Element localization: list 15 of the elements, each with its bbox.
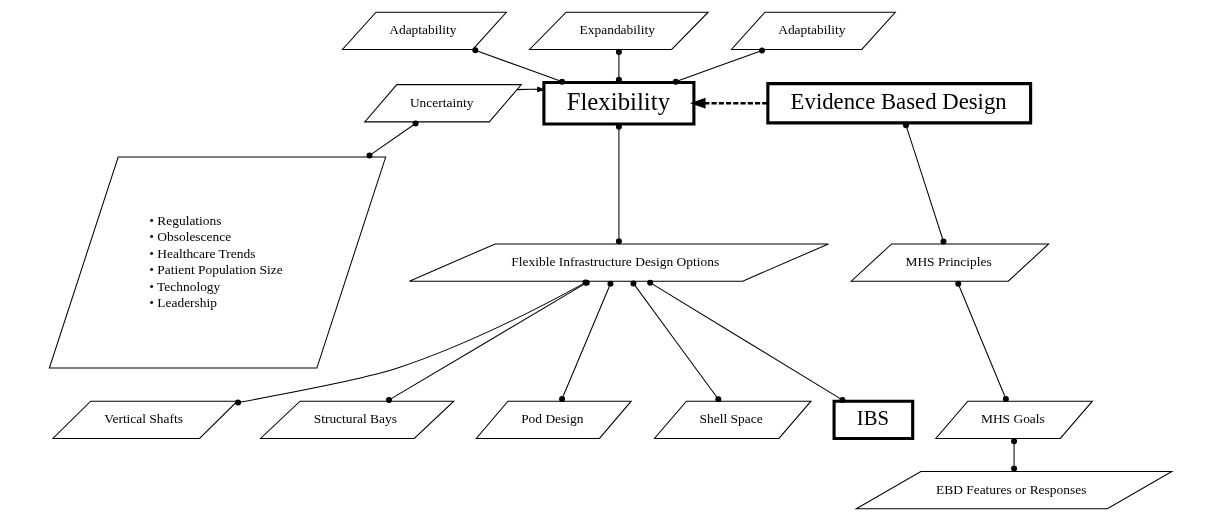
connector (955, 280, 1009, 402)
connector (903, 122, 947, 245)
connector (672, 47, 765, 85)
node-box: IBS (832, 399, 915, 440)
connector (630, 280, 722, 403)
connector (615, 49, 622, 83)
node-box: Flexibility (542, 81, 696, 126)
connector (647, 279, 846, 403)
arrow (690, 97, 768, 109)
arrow (516, 86, 546, 93)
connector (472, 47, 566, 85)
connector (615, 123, 622, 245)
connector (366, 120, 419, 159)
connector (1011, 438, 1018, 472)
node-box: Evidence Based Design (766, 82, 1033, 125)
